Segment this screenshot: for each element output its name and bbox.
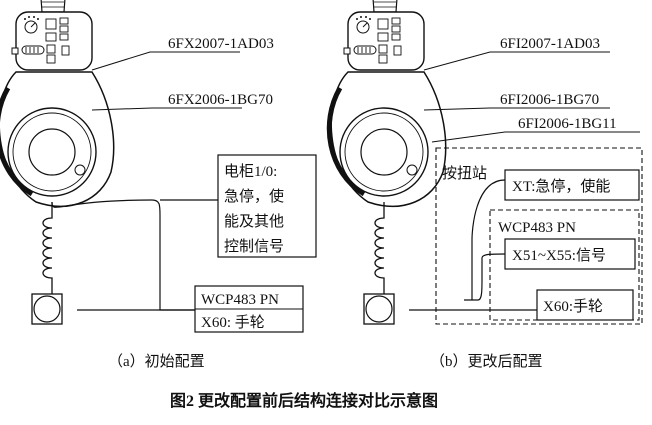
left-label-1bg70: 6FX2006-1BG70 bbox=[168, 92, 273, 108]
wcp483-label: WCP483 PN bbox=[498, 220, 576, 236]
right-pendant-drawing bbox=[329, 0, 445, 324]
left-cables bbox=[51, 199, 218, 311]
x51-box bbox=[504, 238, 636, 270]
x60-label: X60:手轮 bbox=[543, 298, 603, 315]
right-label-1bg11: 6FI2006-1BG11 bbox=[518, 116, 617, 132]
right-caption: （b）更改后配置 bbox=[430, 353, 543, 370]
wcp483-box bbox=[489, 209, 640, 321]
xt-label: XT:急停，使能 bbox=[512, 178, 610, 195]
left-cabinet-io-line3: 能及其他 bbox=[224, 213, 284, 230]
figure-title: 图2 更改配置前后结构连接对比示意图 bbox=[170, 391, 438, 410]
left-cabinet-io-line1: 电柜1/0: bbox=[224, 163, 277, 180]
left-cabinet-io-line2: 急停，使 bbox=[224, 188, 284, 205]
left-x60-label: X60: 手轮 bbox=[201, 314, 265, 331]
x51-label: X51~X55:信号 bbox=[512, 247, 606, 264]
button-station-label: 按扭站 bbox=[442, 165, 487, 182]
left-pendant-drawing bbox=[0, 0, 114, 324]
button-station-box bbox=[435, 147, 643, 325]
left-cabinet-io-line4: 控制信号 bbox=[224, 238, 284, 255]
x60-box bbox=[536, 289, 634, 321]
left-caption: （a）初始配置 bbox=[108, 353, 205, 370]
left-wcp483-label: WCP483 PN bbox=[201, 292, 279, 308]
left-label-1ad03: 6FX2007-1AD03 bbox=[168, 36, 274, 52]
left-leader-lines bbox=[91, 51, 242, 111]
xt-box bbox=[504, 169, 640, 201]
left-cabinet-io-box bbox=[217, 154, 317, 258]
right-cables bbox=[409, 179, 537, 311]
right-label-1bg70: 6FI2006-1BG70 bbox=[500, 92, 599, 108]
right-label-1ad03: 6FI2007-1AD03 bbox=[500, 36, 600, 52]
right-leader-lines bbox=[423, 51, 640, 143]
